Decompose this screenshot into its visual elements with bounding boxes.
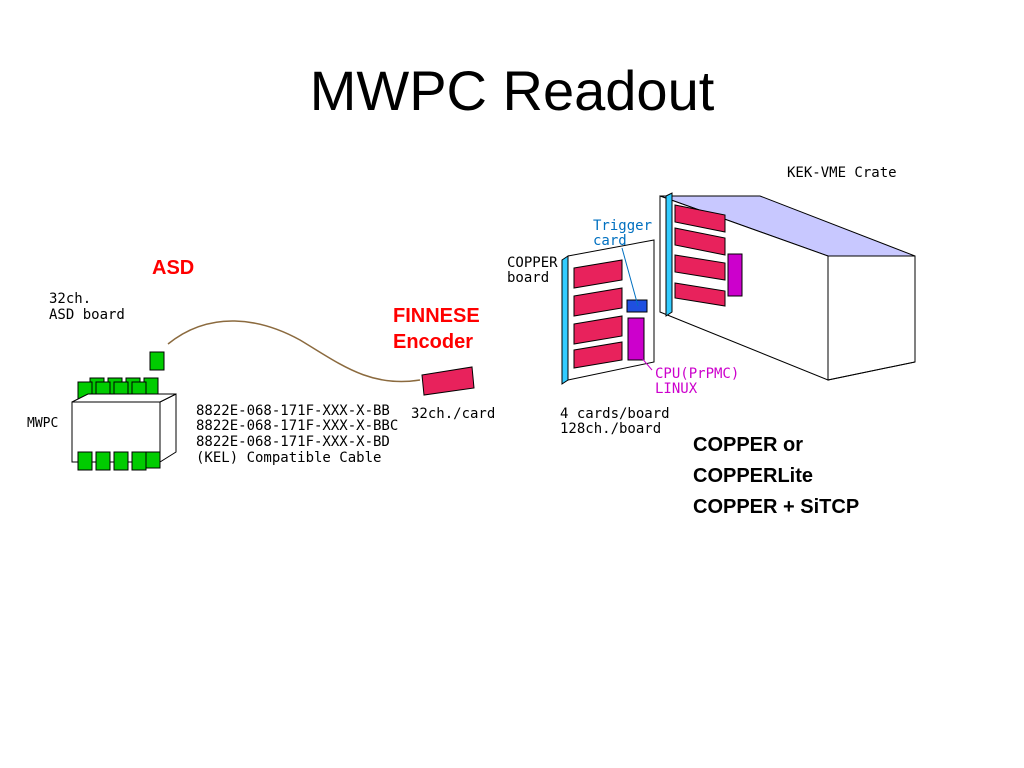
encoder-label: Encoder	[393, 331, 474, 353]
finnese-label: FINNESE	[393, 305, 480, 327]
cable-compatible: (KEL) Compatible Cable	[196, 450, 382, 466]
crate-cards	[665, 192, 743, 317]
copper-board-line1: COPPER	[507, 255, 558, 271]
variant-1: COPPER or	[693, 434, 804, 456]
cpu-pointer	[639, 355, 653, 371]
cable	[167, 320, 421, 383]
channels-per-board: 128ch./board	[560, 421, 662, 437]
trigger-card-line2: card	[593, 233, 627, 249]
channels-per-card: 32ch./card	[411, 406, 496, 422]
variant-3: COPPER + SiTCP	[693, 496, 860, 518]
asd-board	[149, 351, 165, 371]
cable-part-3: 8822E-068-171F-XXX-X-BD	[196, 434, 390, 450]
cable-part-2: 8822E-068-171F-XXX-X-BBC	[196, 418, 399, 434]
copper-board-line2: board	[507, 270, 550, 286]
asd-board-line2: ASD board	[49, 307, 125, 323]
linux-label: LINUX	[655, 381, 698, 397]
finnese-card	[421, 366, 475, 396]
cpu-label: CPU(PrPMC)	[655, 366, 740, 382]
mwpc-label: MWPC	[27, 416, 59, 431]
asd-board-line1: 32ch.	[49, 291, 92, 307]
asd-label: ASD	[152, 257, 195, 279]
crate-label: KEK-VME Crate	[787, 165, 897, 181]
cable-part-1: 8822E-068-171F-XXX-X-BB	[196, 403, 390, 419]
mwpc-chamber	[71, 377, 177, 471]
variant-2: COPPERLite	[693, 465, 814, 487]
cards-per-board: 4 cards/board	[560, 406, 670, 422]
trigger-card-line1: Trigger	[593, 218, 653, 234]
trigger-pointer	[621, 247, 639, 307]
page-title: MWPC Readout	[309, 59, 715, 122]
copper-board	[561, 239, 655, 385]
